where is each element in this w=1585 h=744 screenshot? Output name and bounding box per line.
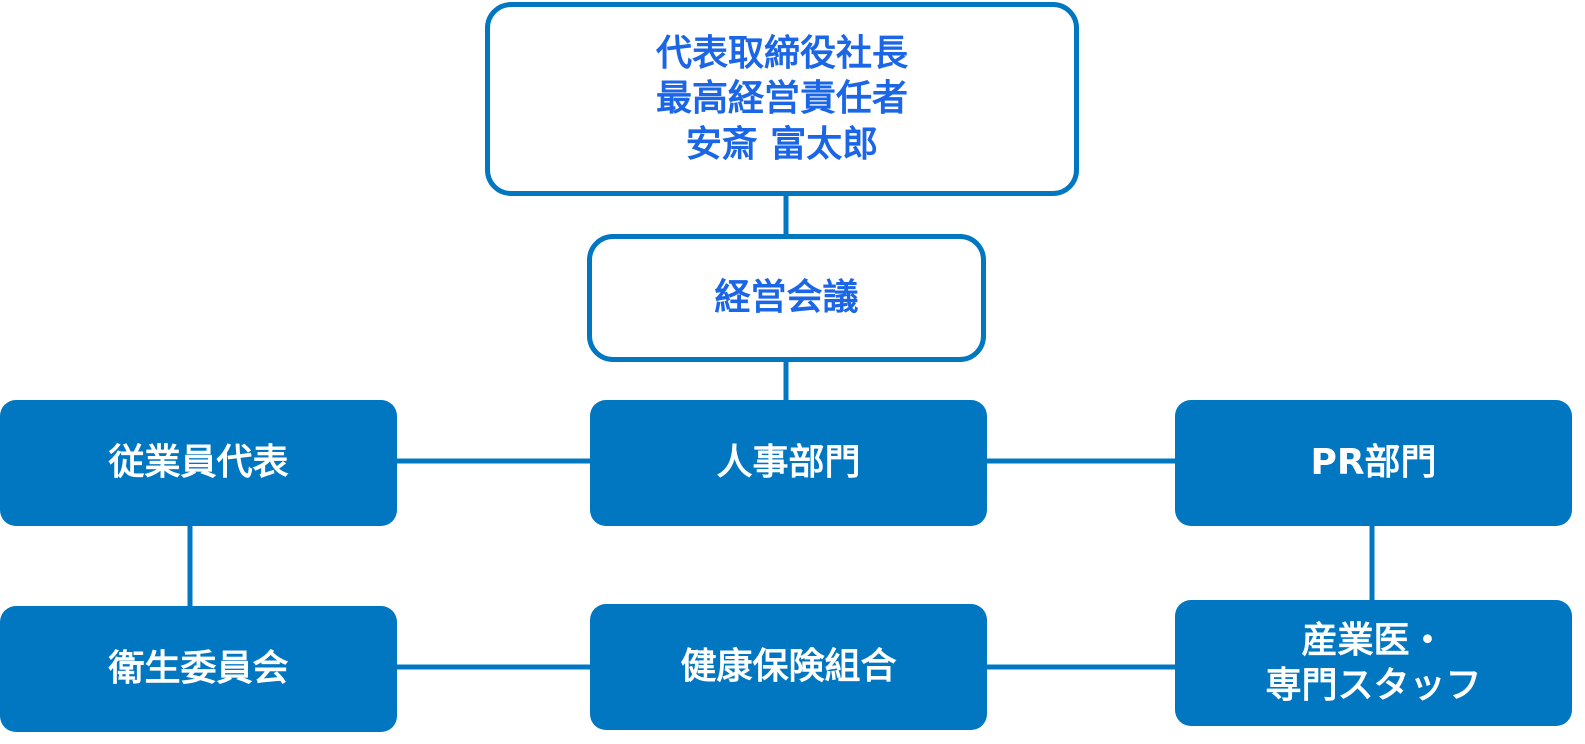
node-ceo: 代表取締役社長 最高経営責任者 安斎 富太郎 <box>485 2 1079 196</box>
node-occupational-doctor: 産業医・ 専門スタッフ <box>1175 600 1572 726</box>
health-committee-label: 衛生委員会 <box>108 648 289 690</box>
pr-dept-label: PR部門 <box>1310 442 1437 484</box>
ceo-name: 安斎 富太郎 <box>685 123 879 165</box>
node-health-committee: 衛生委員会 <box>0 606 397 732</box>
node-hr-dept: 人事部門 <box>590 400 987 526</box>
occupational-doctor-line2: 専門スタッフ <box>1265 665 1482 706</box>
node-management-meeting: 経営会議 <box>587 234 986 362</box>
health-insurance-label: 健康保険組合 <box>680 646 897 688</box>
node-pr-dept: PR部門 <box>1175 400 1572 526</box>
node-health-insurance: 健康保険組合 <box>590 604 987 730</box>
node-employee-rep: 従業員代表 <box>0 400 397 526</box>
employee-rep-label: 従業員代表 <box>108 442 289 484</box>
occupational-doctor-line1: 産業医・ <box>1301 619 1446 661</box>
ceo-title-line2: 最高経営責任者 <box>655 78 908 120</box>
management-meeting-label: 経営会議 <box>714 277 859 319</box>
hr-dept-label: 人事部門 <box>716 442 861 484</box>
ceo-title-line1: 代表取締役社長 <box>655 32 908 74</box>
